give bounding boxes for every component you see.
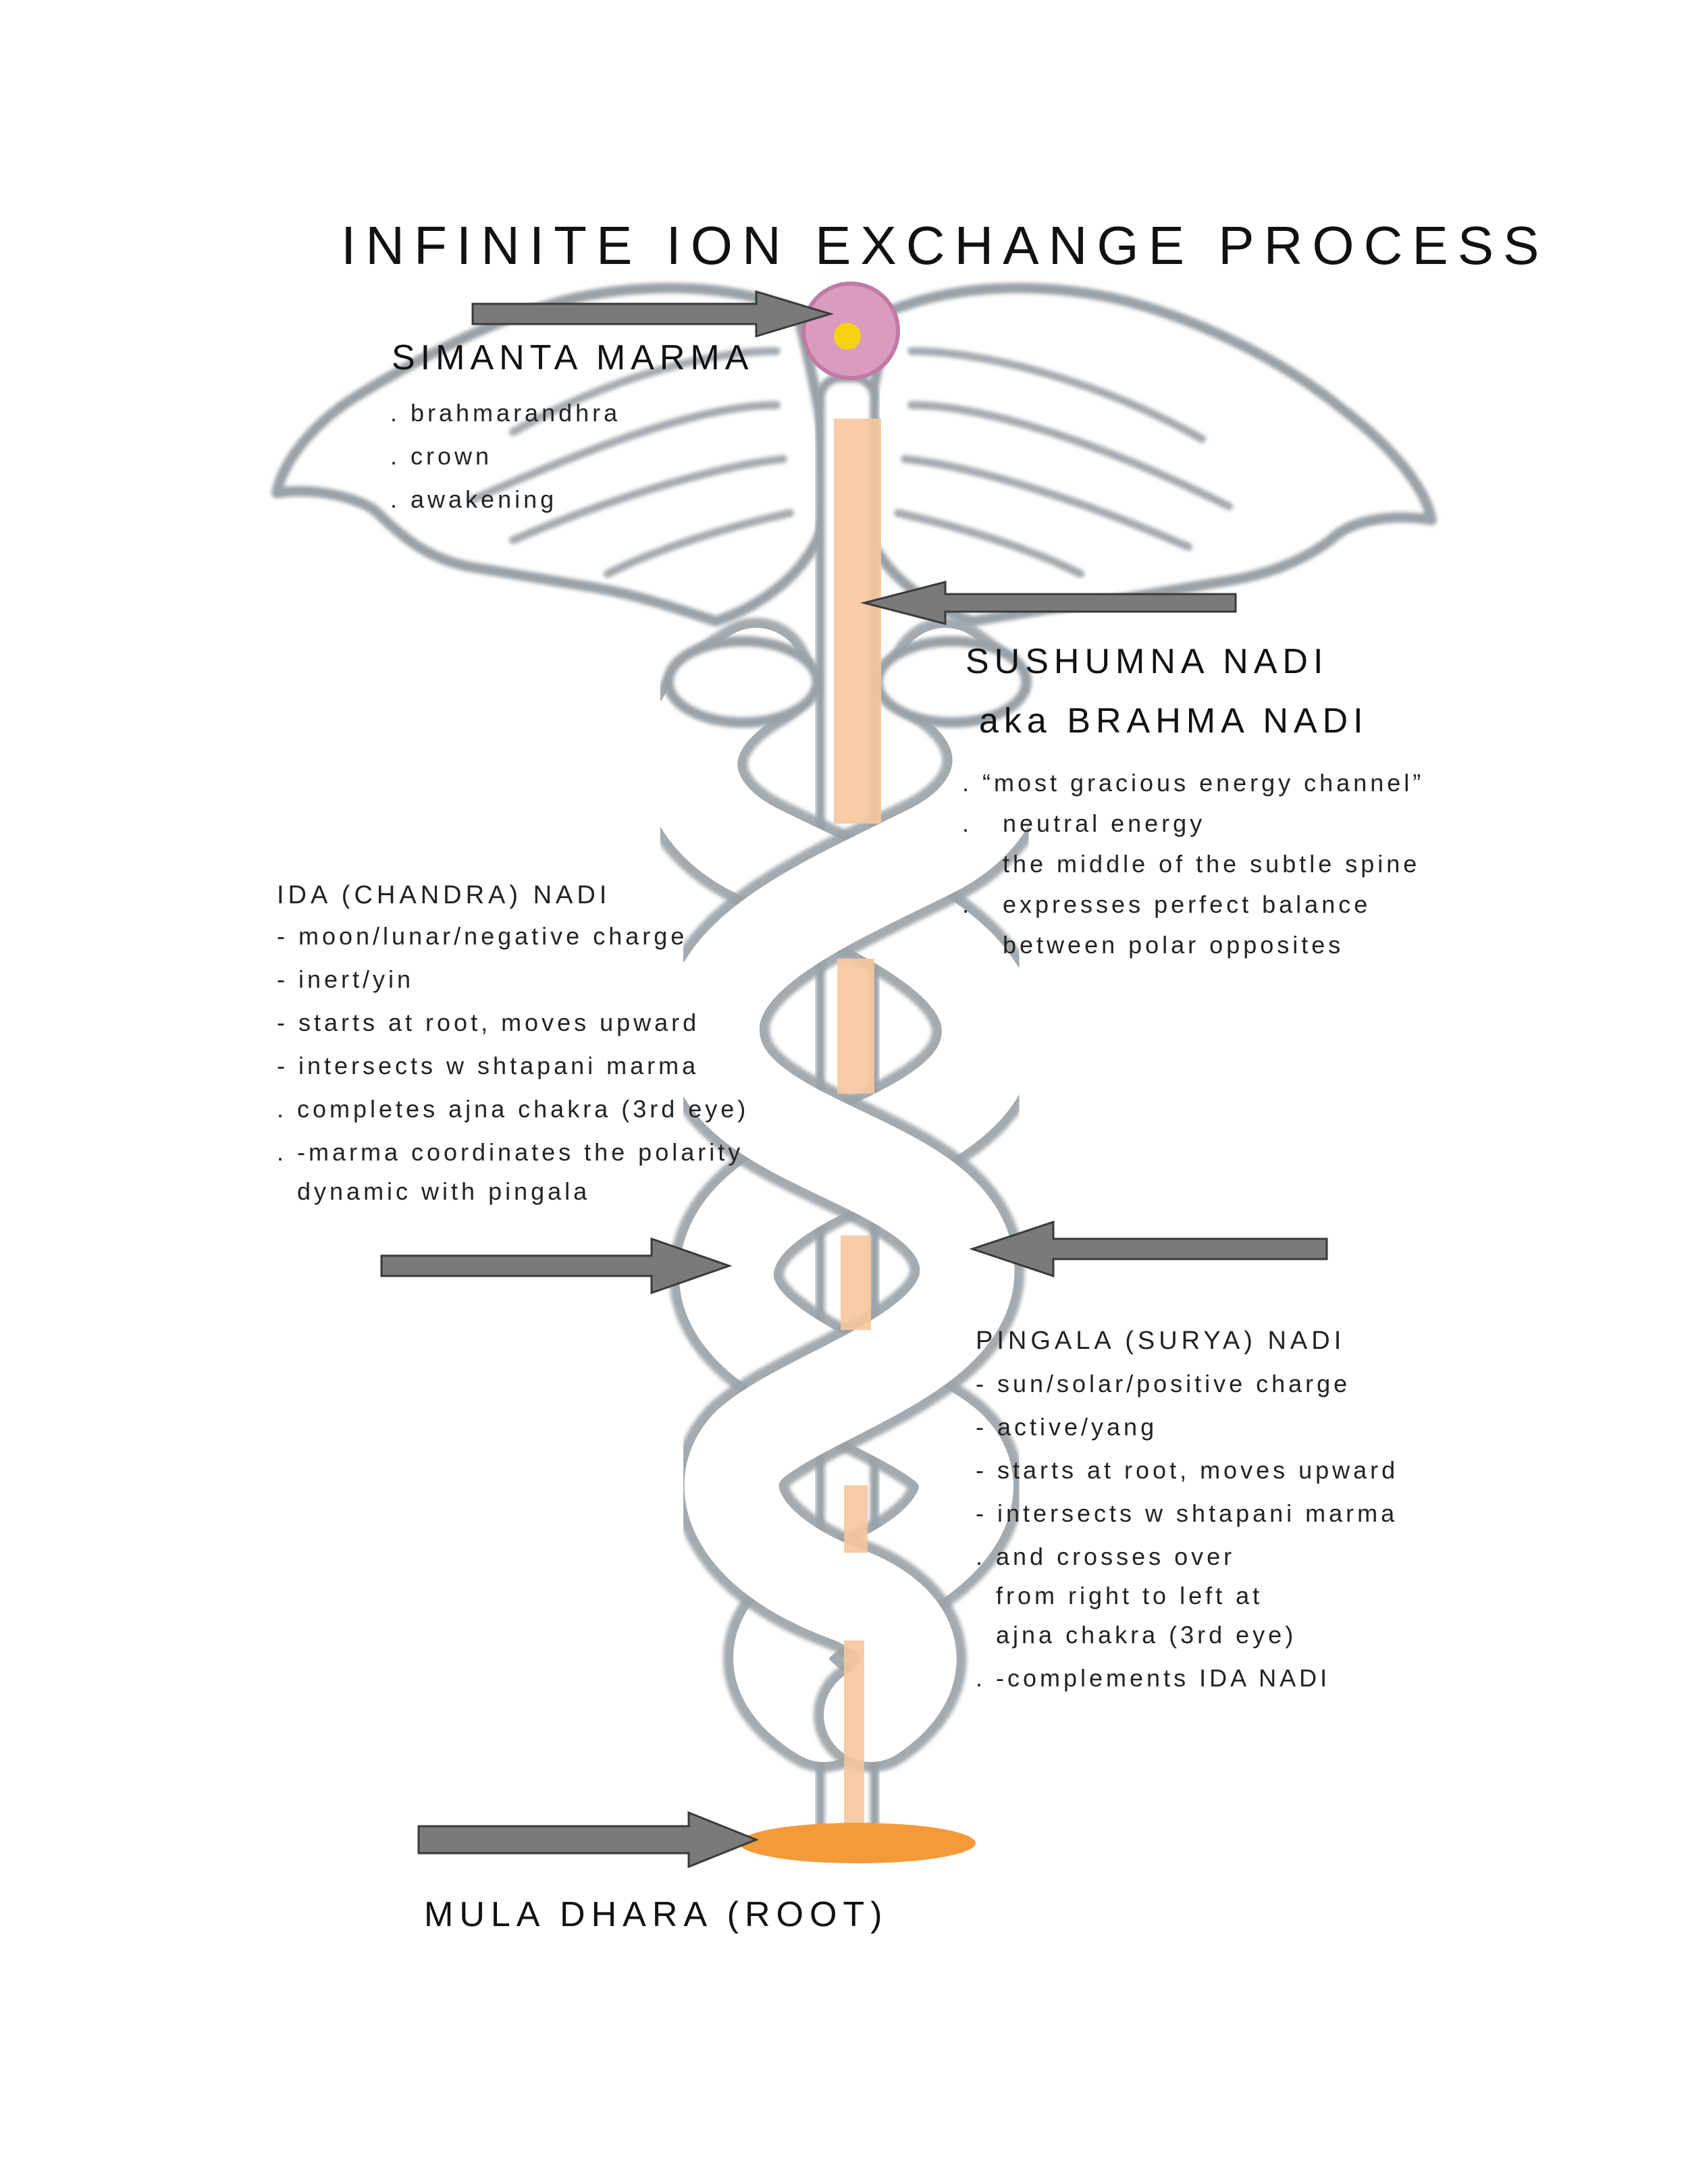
ida-item: - inert/yin <box>277 965 415 993</box>
sushumna-heading: SUSHUMNA NADI <box>966 642 1329 681</box>
simanta-item: . awakening <box>390 485 558 513</box>
arrow-to-ida <box>380 1237 733 1295</box>
sushumna-item: . neutral energy <box>962 809 1206 837</box>
pingala-item: ajna chakra (3rd eye) <box>976 1621 1297 1649</box>
sushumna-item: between polar opposites <box>962 931 1344 959</box>
sushumna-item: . “most gracious energy channel” <box>962 769 1425 797</box>
ida-item: - starts at root, moves upward <box>277 1009 700 1036</box>
pingala-list: - sun/solar/positive charge - active/yan… <box>976 1362 1398 1700</box>
arrow-to-root <box>417 1811 760 1869</box>
arrow-to-sushumna <box>860 581 1237 625</box>
arrows <box>380 290 1328 1869</box>
ida-list: - moon/lunar/negative charge - inert/yin… <box>277 915 749 1213</box>
sushumna-list: . “most gracious energy channel” . neutr… <box>962 763 1424 965</box>
ida-item: . completes ajna chakra (3rd eye) <box>277 1095 749 1123</box>
pingala-item: from right to left at <box>976 1582 1263 1609</box>
crown-center-dot <box>834 323 861 350</box>
root-heading: MULA DHARA (ROOT) <box>424 1895 889 1934</box>
sushumna-subheading: aka BRAHMA NADI <box>979 701 1369 741</box>
simanta-list: . brahmarandhra . crown . awakening <box>390 392 621 521</box>
ida-item: - intersects w shtapani marma <box>277 1052 700 1080</box>
arrow-to-pingala <box>969 1220 1328 1278</box>
pingala-item: - intersects w shtapani marma <box>976 1499 1398 1527</box>
simanta-item: . crown <box>390 442 493 470</box>
pingala-item: . and crosses over <box>976 1543 1236 1570</box>
pingala-item: - starts at root, moves upward <box>976 1456 1399 1484</box>
ida-heading: IDA (CHANDRA) NADI <box>277 881 611 909</box>
sushumna-item: the middle of the subtle spine <box>962 850 1421 878</box>
simanta-heading: SIMANTA MARMA <box>392 338 754 377</box>
pingala-item: - active/yang <box>976 1413 1158 1441</box>
right-wing <box>855 282 1437 627</box>
sushumna-item: . expresses perfect balance <box>962 890 1371 918</box>
mula-dhara-root <box>739 1823 976 1863</box>
serpent-heads <box>663 636 1032 728</box>
ida-item: dynamic with pingala <box>277 1177 591 1205</box>
serpent-right-body <box>664 628 1047 1762</box>
ida-item: . -marma coordinates the polarity <box>277 1138 744 1166</box>
pingala-item: . -complements IDA NADI <box>976 1664 1331 1692</box>
pingala-heading: PINGALA (SURYA) NADI <box>976 1327 1346 1355</box>
page-title: INFINITE ION EXCHANGE PROCESS <box>341 215 1549 275</box>
left-wing-feathers <box>469 347 794 578</box>
pingala-item: - sun/solar/positive charge <box>976 1370 1351 1397</box>
simanta-item: . brahmarandhra <box>390 399 621 427</box>
arrow-to-crown <box>471 290 835 338</box>
ida-item: - moon/lunar/negative charge <box>277 922 688 950</box>
sushumna-spine <box>834 419 881 1843</box>
right-wing-feathers <box>894 347 1233 578</box>
